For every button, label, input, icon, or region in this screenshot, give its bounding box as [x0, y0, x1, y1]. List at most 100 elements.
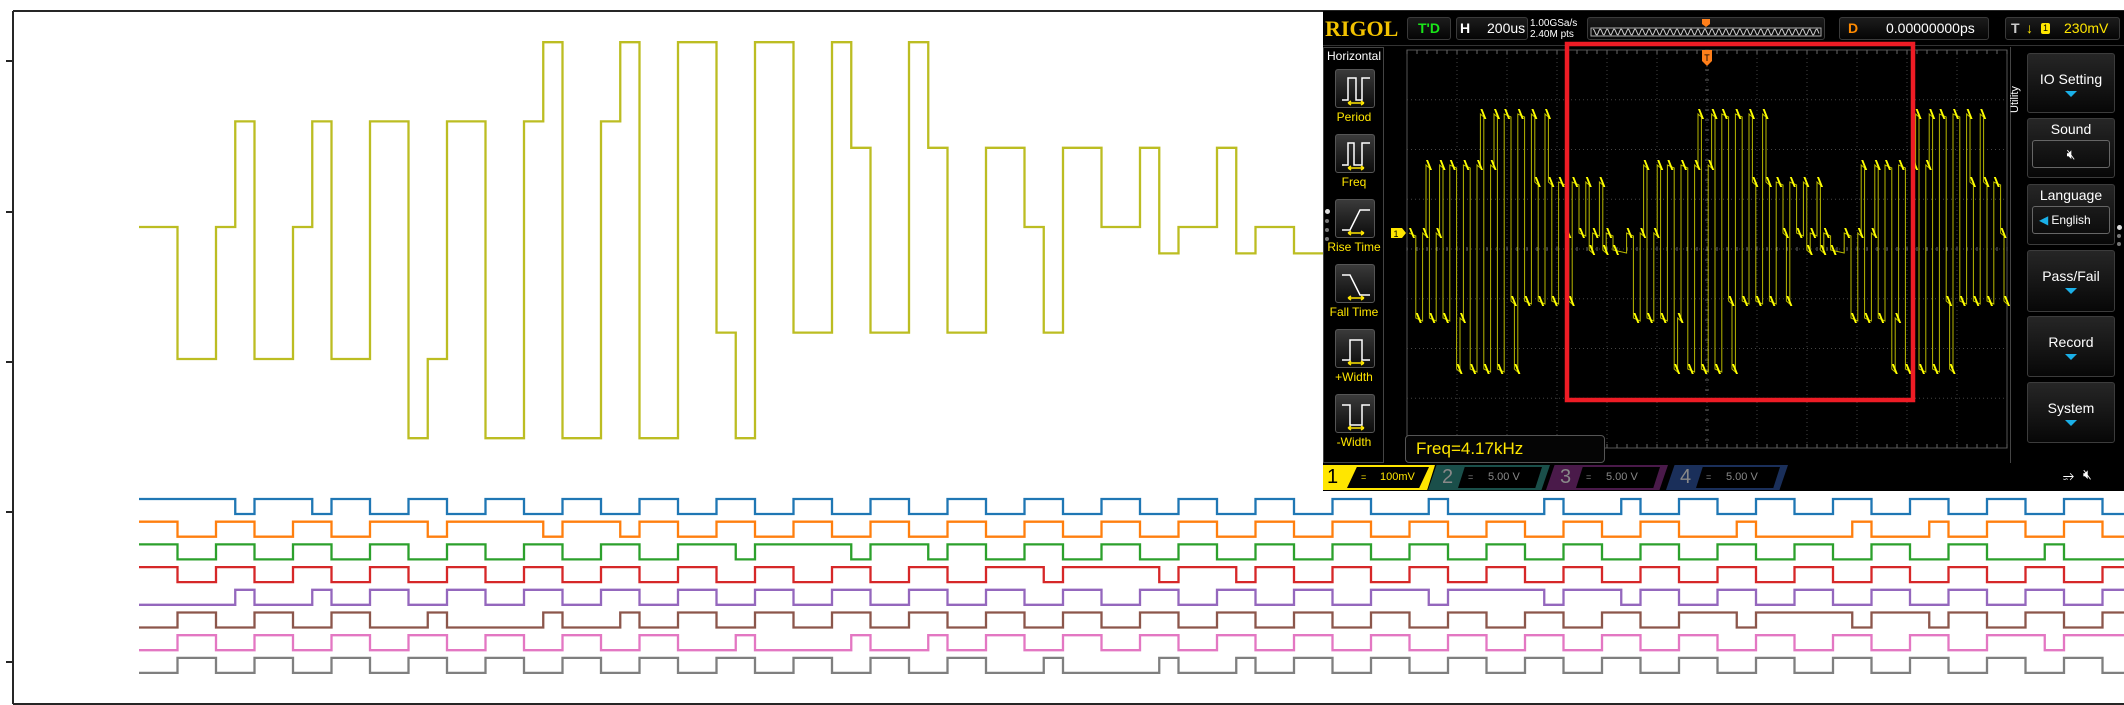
menu-label: Rise Time	[1327, 240, 1381, 254]
trace-edge	[1769, 296, 1776, 306]
trace-edge	[1789, 177, 1796, 187]
acquisition-info: 1.00GSa/s 2.40M pts	[1530, 18, 1577, 40]
menu-label: -Width	[1336, 435, 1372, 449]
trace-edge	[1602, 245, 1609, 255]
channel-scale: 5.00 V	[1488, 471, 1520, 483]
menu-button-period[interactable]	[1335, 69, 1375, 108]
menu-button-rise-time[interactable]	[1335, 199, 1375, 238]
trace-edge	[1613, 245, 1619, 255]
trace-edge	[1708, 160, 1715, 170]
trace-edge	[1728, 296, 1735, 306]
trace-edge	[1514, 364, 1521, 374]
trace-edge	[1667, 160, 1674, 170]
menu-button-pass-fail[interactable]: Pass/Fail	[2027, 250, 2115, 312]
trace-edge	[1885, 160, 1891, 170]
trace-edge	[1861, 160, 1868, 170]
trace-edge	[1857, 228, 1864, 238]
graticule	[1406, 49, 2008, 449]
menu-button-record[interactable]: Record	[2027, 316, 2115, 377]
menu-button-freq[interactable]	[1335, 134, 1375, 173]
menu-title: Utility	[2009, 86, 2021, 113]
trace-edge	[1531, 109, 1538, 119]
trace-edge	[1538, 296, 1545, 306]
digital-series-d3	[139, 565, 2124, 584]
menu-button-fall-time[interactable]	[1335, 264, 1375, 303]
trace-edge	[1749, 109, 1755, 119]
menu-button-sound[interactable]: Sound 🔇︎	[2027, 118, 2115, 178]
negative-width-icon	[1342, 404, 1370, 431]
timebase-value: 200us	[1487, 20, 1526, 36]
delay-value: 0.00000000ps	[1886, 20, 1975, 36]
frequency-icon	[1342, 142, 1370, 171]
trace-edge	[1711, 109, 1718, 119]
menu-button--width[interactable]	[1335, 329, 1375, 368]
trace-edge	[1626, 228, 1633, 238]
rise-time-icon	[1342, 209, 1370, 236]
coupling: =	[1706, 472, 1712, 482]
trace-edge	[1878, 313, 1885, 323]
trigger-position-icon	[1702, 19, 1710, 27]
channel-2-button[interactable]: 2 = 5.00 V	[1428, 465, 1550, 490]
trace-edge	[1925, 160, 1932, 170]
trace-edge	[1966, 109, 1973, 119]
trace-edge	[1851, 313, 1857, 323]
trace-edge	[1796, 228, 1803, 238]
sample-rate: 1.00GSa/s	[1530, 18, 1578, 29]
menu-label: System	[2047, 400, 2095, 416]
trace-edge	[1817, 177, 1823, 187]
channel-1-marker: 1	[1391, 228, 1406, 239]
digital-series-d5	[139, 611, 2124, 629]
menu-label: Pass/Fail	[2042, 268, 2100, 284]
trace-edge	[1806, 245, 1813, 255]
trace-edge	[1497, 364, 1504, 374]
channel-1-button[interactable]: 1 = 100mV	[1323, 465, 1435, 490]
trace-edge	[1494, 109, 1500, 119]
trigger-level: 230mV	[2064, 20, 2109, 36]
trace-edge	[1946, 296, 1953, 306]
menu-label: Period	[1336, 110, 1372, 124]
trace-edge	[1677, 313, 1684, 323]
trace-edge	[1572, 177, 1579, 187]
menu-button-system[interactable]: System	[2027, 382, 2115, 443]
trigger-marker-label: T	[1704, 53, 1710, 63]
menu-label: Language	[2039, 187, 2103, 203]
delay-box[interactable]: D 0.00000000ps	[1839, 17, 1989, 40]
trace-edge	[1701, 364, 1708, 374]
trace-edge	[1776, 177, 1783, 187]
menu-label: Sound	[2050, 121, 2092, 137]
menu-button--width[interactable]	[1335, 394, 1375, 433]
menu-label: +Width	[1335, 370, 1373, 384]
menu-button-language[interactable]: Language◀English	[2027, 184, 2115, 245]
trace-edge	[1898, 160, 1905, 170]
channel-4-button[interactable]: 4 = 5.00 V	[1666, 465, 1788, 490]
submenu-arrow-icon	[2065, 354, 2077, 360]
trace-edge	[1864, 313, 1871, 323]
speaker-muted-icon: 🔇︎	[2066, 146, 2076, 162]
channel-3-button[interactable]: 3 = 5.00 V	[1546, 465, 1668, 490]
trace-edge	[1929, 109, 1936, 119]
menu-button-io-setting[interactable]: IO Setting	[2027, 53, 2115, 113]
trace-line	[1408, 112, 2008, 374]
delay-label: D	[1848, 20, 1859, 36]
trace-edge	[1460, 313, 1466, 323]
trace-edge	[1490, 160, 1497, 170]
timebase-box[interactable]: H 200us	[1456, 17, 1528, 40]
trace-edge	[1820, 245, 1827, 255]
trace-edge	[1919, 364, 1925, 374]
trace-edge	[1643, 160, 1650, 170]
trace-edge	[1657, 160, 1664, 170]
channel-number: 2	[1442, 466, 1454, 488]
run-status[interactable]: T'D	[1407, 17, 1451, 40]
memory-bar[interactable]	[1587, 17, 1825, 40]
trace-edge	[1545, 109, 1551, 119]
trace-edge	[1534, 177, 1541, 187]
trace-edge	[1483, 364, 1490, 374]
trace-edge	[1694, 160, 1701, 170]
trace-edge	[1592, 228, 1599, 238]
digital-series-d7	[139, 656, 2124, 675]
trigger-box[interactable]: T ↓ 1 230mV	[2005, 17, 2120, 40]
analog-series-line	[139, 41, 1333, 440]
horizontal-menu	[1323, 47, 1384, 463]
memory-overview	[1590, 19, 1822, 37]
